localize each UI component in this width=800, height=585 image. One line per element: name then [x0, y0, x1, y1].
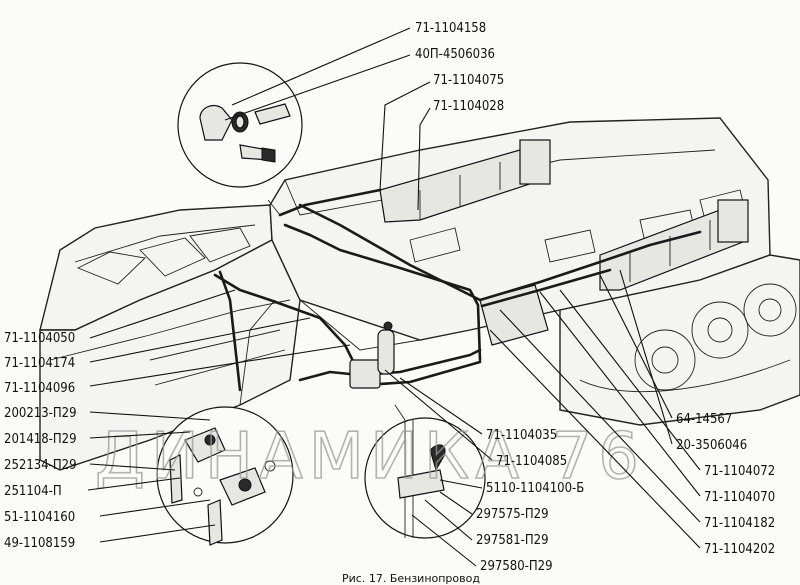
label-297580-p29: 297580-П29	[480, 559, 553, 574]
valve-assembly	[349, 321, 395, 389]
label-297581-p29: 297581-П29	[476, 533, 549, 548]
part-labels: 71-1104158 40П-4506036 71-1104075 71-110…	[4, 21, 775, 574]
vehicle-body	[39, 117, 800, 471]
label-51-1104160: 51-1104160	[4, 510, 75, 525]
label-252134-p29: 252134-П29	[4, 458, 77, 473]
detail-inset-top	[177, 62, 303, 216]
label-200213-p29: 200213-П29	[4, 406, 77, 421]
label-40p-4506036: 40П-4506036	[415, 47, 495, 62]
fuel-pipes	[213, 188, 702, 392]
label-71-1104085: 71-1104085	[496, 454, 567, 469]
label-71-1104050: 71-1104050	[4, 331, 75, 346]
label-71-1104072: 71-1104072	[704, 464, 775, 479]
leader-lines	[87, 27, 701, 567]
label-71-1104158: 71-1104158	[415, 21, 486, 36]
label-49-1108159: 49-1108159	[4, 536, 75, 551]
detail-inset-clamp	[364, 404, 486, 539]
label-71-1104035: 71-1104035	[486, 428, 557, 443]
label-297575-p29: 297575-П29	[476, 507, 549, 522]
label-71-1104174: 71-1104174	[4, 356, 75, 371]
label-71-1104028: 71-1104028	[433, 99, 504, 114]
label-5110-1104100-b: 5110-1104100-Б	[486, 481, 584, 496]
label-20-3506046: 20-3506046	[676, 438, 747, 453]
label-64-14567: 64-14567	[676, 412, 732, 427]
label-71-1104182: 71-1104182	[704, 516, 775, 531]
label-71-1104096: 71-1104096	[4, 381, 75, 396]
figure-caption: Рис. 17. Бензинопровод	[342, 572, 480, 585]
label-71-1104075: 71-1104075	[433, 73, 504, 88]
fuel-tank-right	[599, 199, 749, 291]
label-71-1104202: 71-1104202	[704, 542, 775, 557]
label-251104-p: 251104-П	[4, 484, 62, 499]
label-201418-p29: 201418-П29	[4, 432, 77, 447]
detail-inset-left	[156, 406, 294, 546]
label-71-1104070: 71-1104070	[704, 490, 775, 505]
fuel-tank-left	[379, 139, 551, 223]
